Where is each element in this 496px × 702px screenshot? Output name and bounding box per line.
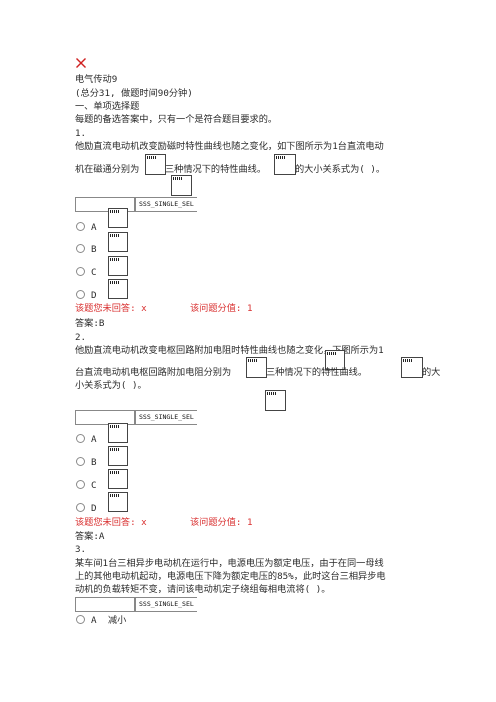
option-radio[interactable] — [76, 457, 85, 466]
question-number: 2. — [75, 332, 87, 343]
option-image — [108, 279, 128, 299]
instructions: 每题的备选答案中，只有一个是符合题目要求的。 — [75, 114, 278, 125]
formula-image — [274, 154, 296, 175]
option-radio[interactable] — [76, 267, 85, 276]
question-number: 3. — [75, 544, 87, 555]
answer-key: 答案:B — [75, 318, 105, 329]
question-text: 三种情况下的特性曲线。 — [165, 164, 267, 175]
feedback-unanswered: 该题您未回答: x — [75, 303, 147, 314]
diagram-image — [171, 175, 192, 196]
question-type-tag: SSS_SINGLE_SEL — [135, 410, 197, 425]
doc-title: 电气传动9 — [75, 74, 118, 85]
option-radio[interactable] — [76, 480, 85, 489]
option-image — [108, 492, 128, 512]
option-label: D — [91, 290, 97, 301]
question-number: 1. — [75, 128, 87, 139]
option-label: A — [91, 222, 97, 233]
option-image — [108, 469, 128, 489]
option-image — [108, 208, 128, 228]
option-image — [108, 232, 128, 252]
formula-image — [145, 154, 166, 175]
option-image — [108, 256, 128, 276]
diagram-image — [265, 390, 286, 411]
option-image — [108, 446, 128, 466]
answer-input[interactable] — [75, 597, 135, 612]
question-text: 三种情况下的特性曲线。 — [266, 367, 368, 378]
question-text: 台直流电动机电枢回路附加电阻分别为 — [75, 367, 232, 378]
question-text: 的大小关系式为( )。 — [295, 164, 386, 175]
formula-image — [246, 357, 267, 378]
broken-image-icon — [76, 58, 86, 68]
option-label: C — [91, 267, 97, 278]
question-text: 某车间1台三相异步电动机在运行中，电源电压为额定电压，由于在同一母线 — [75, 558, 384, 569]
formula-image — [325, 350, 345, 370]
question-type-tag: SSS_SINGLE_SEL — [135, 197, 197, 212]
option-label: D — [91, 503, 97, 514]
question-text: 的大 — [422, 367, 441, 378]
question-type-tag: SSS_SINGLE_SEL — [135, 597, 197, 612]
feedback-score: 该问题分值: 1 — [190, 303, 253, 314]
option-label: C — [91, 480, 97, 491]
question-text: 他励直流电动机改变励磁时特性曲线也随之变化，如下图所示为1台直流电动 — [75, 141, 384, 152]
feedback-score: 该问题分值: 1 — [190, 517, 253, 528]
question-text: 动机的负载转矩不变，请问该电动机定子绕组每相电流将( )。 — [75, 584, 331, 595]
option-radio[interactable] — [76, 503, 85, 512]
section-heading: 一、单项选择题 — [75, 101, 140, 112]
option-label: A — [91, 434, 97, 445]
question-text: 他励直流电动机改变电枢回路附加电阻时特性曲线也随之变化，下图所示为1 — [75, 345, 384, 356]
feedback-unanswered: 该题您未回答: x — [75, 517, 147, 528]
option-radio[interactable] — [76, 222, 85, 231]
answer-input[interactable] — [75, 410, 135, 425]
formula-image — [401, 357, 423, 378]
option-radio[interactable] — [76, 244, 85, 253]
option-radio[interactable] — [76, 434, 85, 443]
option-image — [108, 423, 128, 443]
doc-meta: (总分31, 做题时间90分钟) — [75, 88, 193, 99]
question-text: 小关系式为( )。 — [75, 380, 147, 391]
option-label: A — [91, 615, 97, 626]
option-label: B — [91, 457, 97, 468]
question-text: 上的其他电动机起动，电源电压下降为额定电压的85%，此时这台三相异步电 — [75, 571, 386, 582]
option-text: 减小 — [108, 615, 127, 626]
option-label: B — [91, 244, 97, 255]
option-radio[interactable] — [76, 290, 85, 299]
option-radio[interactable] — [76, 615, 85, 624]
answer-key: 答案:A — [75, 531, 105, 542]
question-text: 机在磁通分别为 — [75, 164, 140, 175]
